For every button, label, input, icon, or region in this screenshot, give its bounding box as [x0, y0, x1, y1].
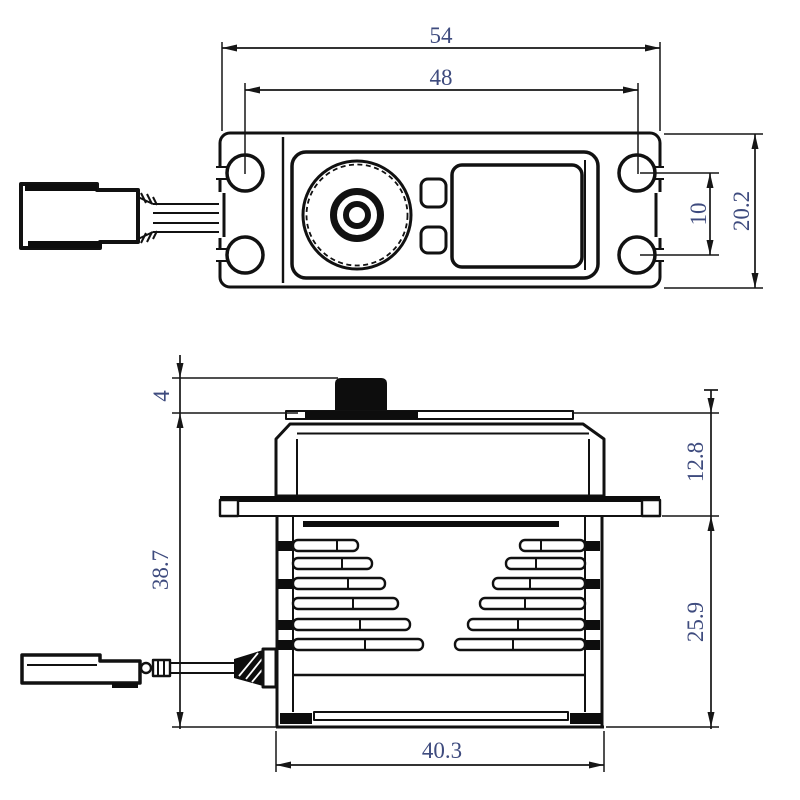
bottom-case — [276, 711, 604, 729]
dim-label-case-width: 40.3 — [422, 738, 462, 763]
dimension-annotations: 54 48 20.2 10 4 38.7 12.8 25.9 40.3 — [148, 23, 763, 772]
wall-ribs — [278, 541, 600, 650]
dim-label-shaft-height: 4 — [149, 390, 174, 402]
wire-bead — [139, 661, 153, 675]
top-view — [19, 131, 668, 289]
dim-label-upper-height: 12.8 — [683, 442, 708, 482]
dim-label-top-height: 20.2 — [729, 191, 754, 231]
front-view — [20, 378, 662, 729]
connector-top-view — [19, 182, 219, 250]
output-gear — [301, 159, 413, 271]
heatsink-fins-left — [291, 538, 425, 652]
heatsink-fins-right — [453, 538, 587, 652]
heatsink-section — [275, 516, 604, 727]
mounting-flange — [218, 496, 662, 518]
connector-front-view — [20, 647, 278, 689]
servo-wires — [153, 203, 219, 233]
upper-case — [274, 422, 606, 498]
screw-boss-top — [419, 177, 448, 209]
wire-grommet — [234, 650, 263, 686]
dim-label-total-height: 38.7 — [148, 550, 173, 590]
dim-label-hole-gap: 10 — [686, 203, 711, 226]
screw-boss-bottom — [419, 225, 448, 255]
dim-label-overall-width: 54 — [430, 23, 454, 48]
label-area — [450, 163, 584, 269]
servo-body-top — [290, 150, 600, 280]
top-plate — [285, 410, 574, 420]
dim-label-hole-spacing: 48 — [430, 65, 453, 90]
output-shaft — [335, 378, 387, 415]
dim-label-lower-height: 25.9 — [683, 602, 708, 642]
mount-hole-bottom-left — [225, 235, 265, 275]
